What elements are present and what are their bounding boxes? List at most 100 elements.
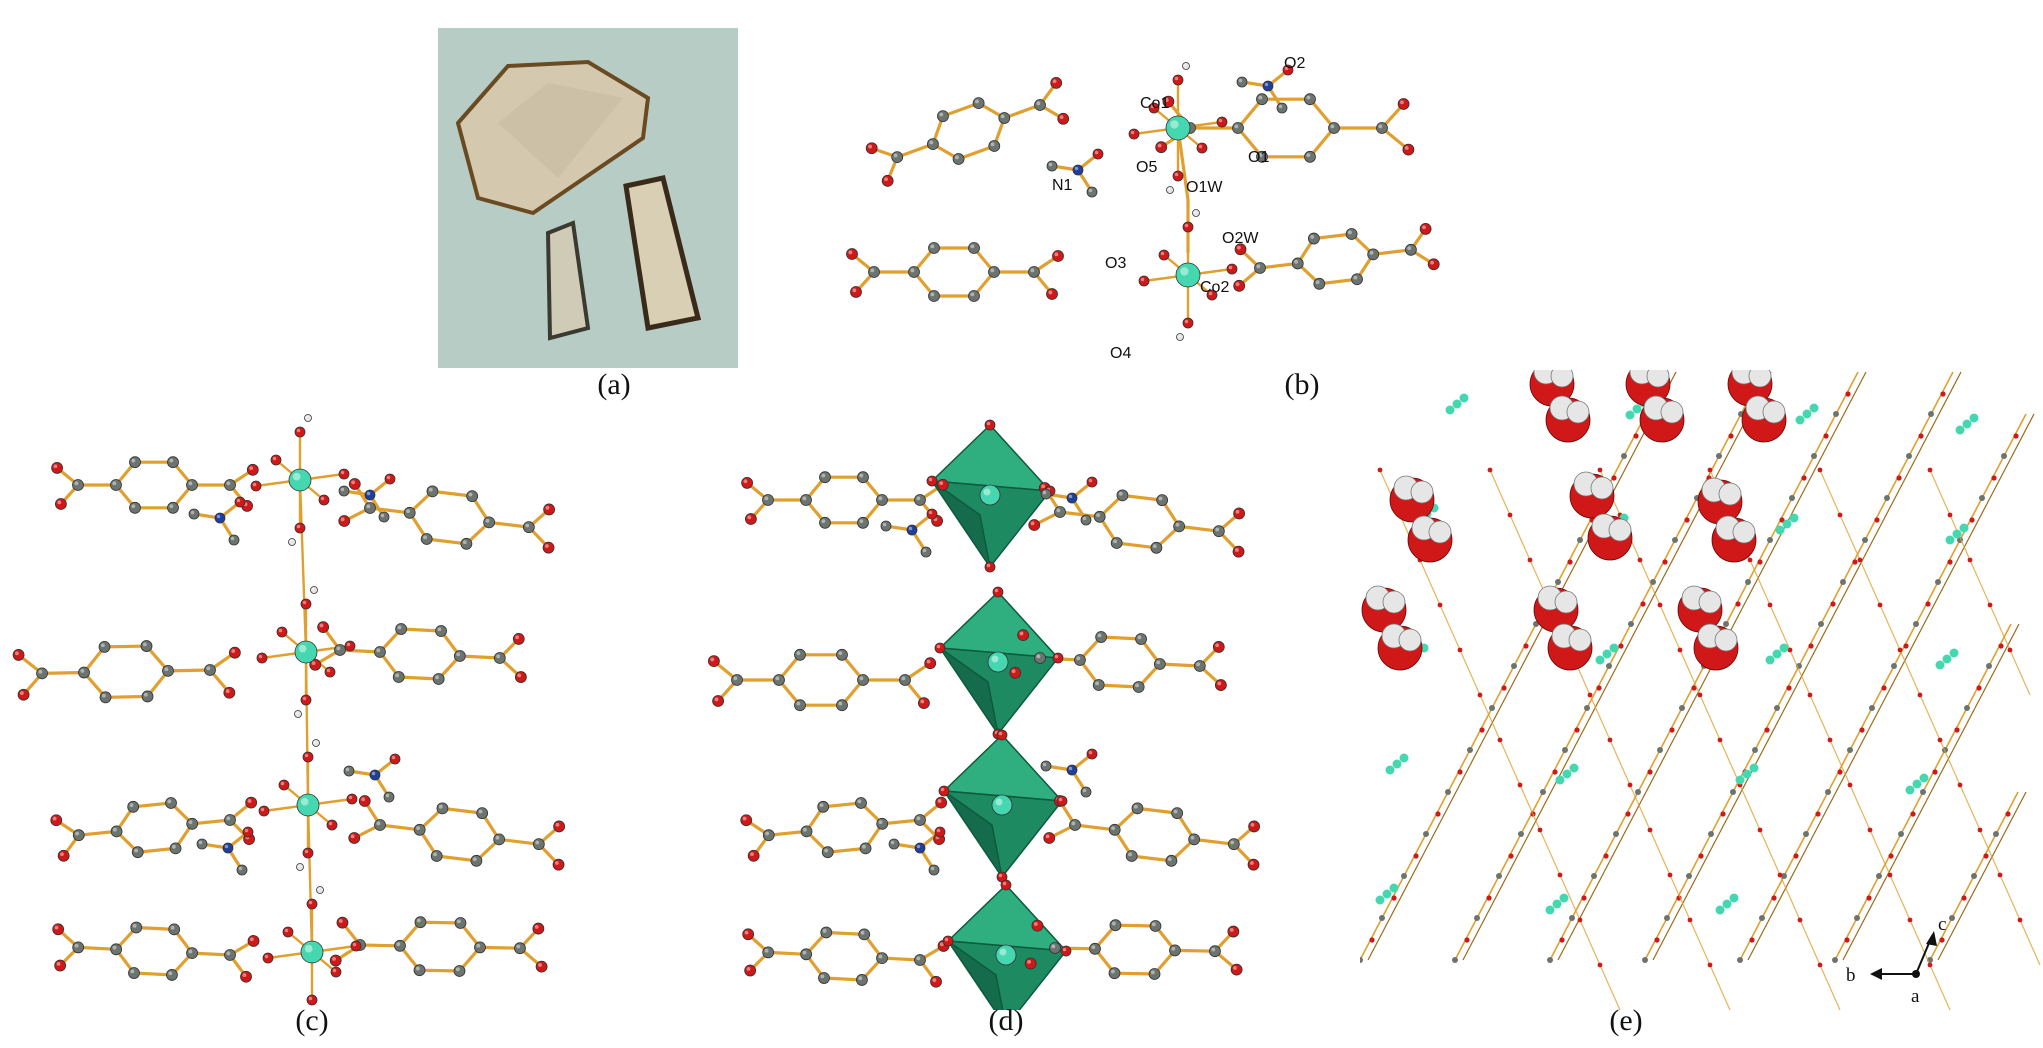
bond [1173,948,1217,953]
carbon-atom-shine [1150,970,1155,975]
oxygen-atom [306,994,318,1006]
network-bond [2011,413,2035,457]
carbon-atom-shine [882,522,887,527]
carbon-atom [1304,93,1316,106]
carbon-atom [414,916,427,929]
carbon-atom-shine [1091,945,1096,950]
oxygen-atom-shine [928,477,933,482]
carbon-atom-shine [1036,101,1041,106]
network-atom [1876,873,1882,879]
network-atom [1508,853,1514,859]
bond [1371,248,1413,256]
cobalt-node [1955,425,1965,435]
hydrogen-atom [1176,333,1184,341]
carbon-atom [127,800,140,813]
oxygen-atom [745,513,757,525]
carbon-atom-shine [376,821,381,826]
carbon-atom-shine [1190,835,1195,840]
oxygen-atom-shine [346,642,351,647]
panel-b: Co1 O2 O1 O5 N1 O1W O2W O3 Co2 O4 [810,0,1560,370]
oxygen-atom [245,796,258,809]
oxygen-atom-shine [1027,959,1031,964]
oxygen-atom-shine [746,966,751,971]
network-atom [1730,789,1736,795]
oxygen-atom-shine [848,250,853,255]
oxygen-atom [234,496,246,508]
oxygen-atom-shine [302,600,307,605]
oxygen-atom-shine [319,623,324,628]
carbon-atom [1153,658,1166,670]
water-hydrogen [1382,590,1406,614]
carbon-atom [413,964,426,977]
network-atom [1987,602,1993,608]
carbon-atom-shine [380,513,385,518]
oxygen-atom [1214,679,1227,691]
oxygen-atom-shine [311,661,316,666]
network-bond [1718,791,1742,835]
bond [478,945,522,950]
carbon-atom-shine [765,831,770,836]
network-atom [1993,831,1999,837]
oxygen-atom-shine [1164,98,1169,102]
carbon-atom [168,923,181,936]
carbon-atom-shine [456,919,461,924]
oxygen-atom [247,935,260,947]
oxygen-atom [742,928,755,941]
carbon-atom [128,967,140,979]
carbon-atom-shine [916,816,921,821]
oxygen-atom [1182,317,1194,329]
oxygen-atom-shine [1062,947,1067,952]
oxygen-atom [1232,545,1245,558]
cobalt-node [1375,895,1385,905]
cobalt-node [1942,654,1952,664]
network-atom [1735,601,1741,607]
carbon-atom-shine [376,648,381,653]
carbon-atom [908,266,920,278]
oxygen-atom-shine [57,500,62,505]
cobalt-node [1775,525,1785,535]
network-bond [1669,874,1691,921]
network-atom [1881,685,1887,691]
network-atom [1662,559,1668,565]
bond [190,951,232,957]
carbon-atom [1165,854,1178,867]
carbon-atom [483,516,496,529]
oxygen-atom-shine [538,963,542,967]
cobalt-atom-shine [983,488,991,496]
carbon-atom-shine [112,481,117,486]
network-atom [1961,895,1967,901]
carbon-atom [169,842,182,855]
carbon-atom-shine [1407,246,1412,251]
oxygen-atom [317,621,330,634]
network-bond [1843,371,1867,415]
oxygen-atom-shine [1054,654,1059,659]
network-bond [1886,833,1910,877]
carbon-atom [454,917,467,929]
network-atom [1977,827,1983,833]
oxygen-atom-shine [236,498,241,503]
cobalt-atom [288,468,312,492]
cobalt-node [1392,759,1402,769]
oxygen-atom [276,626,288,638]
network-atom [1496,873,1502,879]
carbon-atom-shine [428,487,433,492]
oxygen-atom-shine [1236,245,1241,250]
network-atom [1562,747,1568,753]
carbon-atom-shine [1369,250,1374,255]
oxygen-atom [1282,64,1294,76]
oxygen-atom [250,480,262,492]
oxygen-atom [992,586,1004,598]
network-atom [1969,517,1975,523]
oxygen-atom [309,658,322,671]
oxygen-atom [278,779,290,791]
nitrogen-atom [1066,492,1078,504]
hydrogen-atom [1166,186,1174,194]
cobalt-node [1782,519,1792,529]
network-bond [1689,665,1713,709]
carbon-atom [383,791,395,803]
carbon-atom [131,846,144,859]
cobalt-node [1452,399,1462,409]
label-o3: O3 [1105,255,1126,272]
network-atom [1891,663,1897,669]
carbon-atom-shine [861,844,866,849]
